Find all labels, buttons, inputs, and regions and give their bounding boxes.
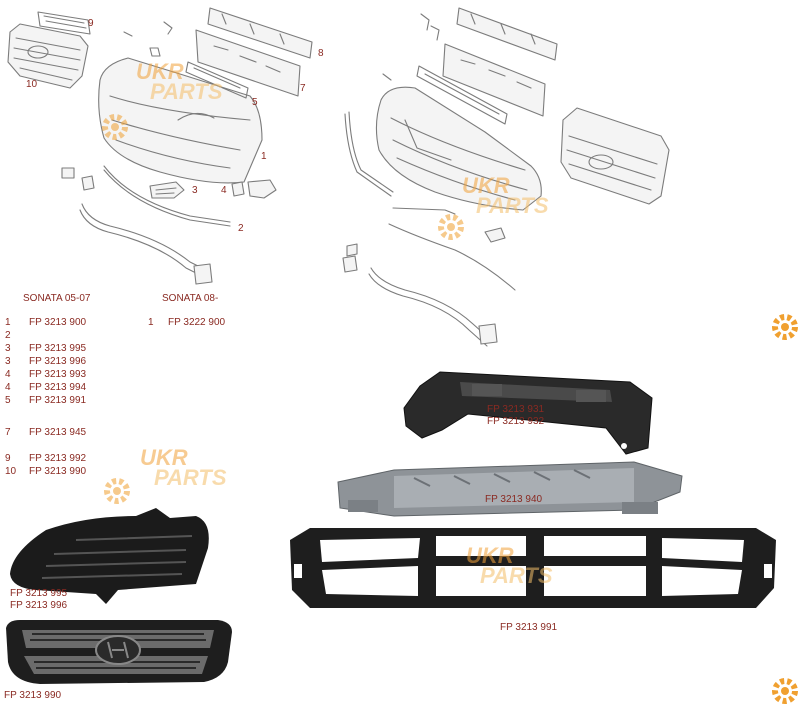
callout-3: 3 xyxy=(192,185,198,196)
callout-9: 9 xyxy=(88,18,94,29)
table-row: 2 xyxy=(5,330,11,341)
callout-7: 7 xyxy=(300,83,306,94)
callout-5: 5 xyxy=(252,97,258,108)
gear-icon xyxy=(438,214,464,240)
diagram-sonata-08 xyxy=(342,7,670,347)
gear-icon xyxy=(772,678,798,704)
caption-reinforcement: FP 3213 940 xyxy=(485,494,543,505)
caption-grille: FP 3213 990 xyxy=(4,690,62,701)
caption-lower-grille: FP 3213 991 xyxy=(500,622,558,633)
caption-fog-right: FP 3213 996 xyxy=(10,600,68,611)
model-header-05-07: SONATA 05-07 xyxy=(23,293,91,304)
gear-icon xyxy=(102,114,128,140)
callout-2: 2 xyxy=(238,223,244,234)
caption-bracket-left: FP 3213 931 xyxy=(487,404,545,415)
callout-8: 8 xyxy=(318,48,324,59)
diagram-sonata-05-07 xyxy=(7,7,313,285)
callout-1: 1 xyxy=(261,151,267,162)
fog-cover-photo xyxy=(10,508,209,604)
bracket-photo xyxy=(403,371,653,455)
gear-icon xyxy=(104,478,130,504)
lower-grille-photo xyxy=(290,528,776,608)
callout-10: 10 xyxy=(26,79,38,90)
callout-4: 4 xyxy=(221,185,227,196)
model-header-08: SONATA 08- xyxy=(162,293,219,304)
reinforcement-photo xyxy=(337,461,683,517)
grille-photo xyxy=(6,620,232,684)
gear-icon xyxy=(772,314,798,340)
caption-fog-left: FP 3213 995 xyxy=(10,588,68,599)
caption-bracket-right: FP 3213 932 xyxy=(487,416,545,427)
